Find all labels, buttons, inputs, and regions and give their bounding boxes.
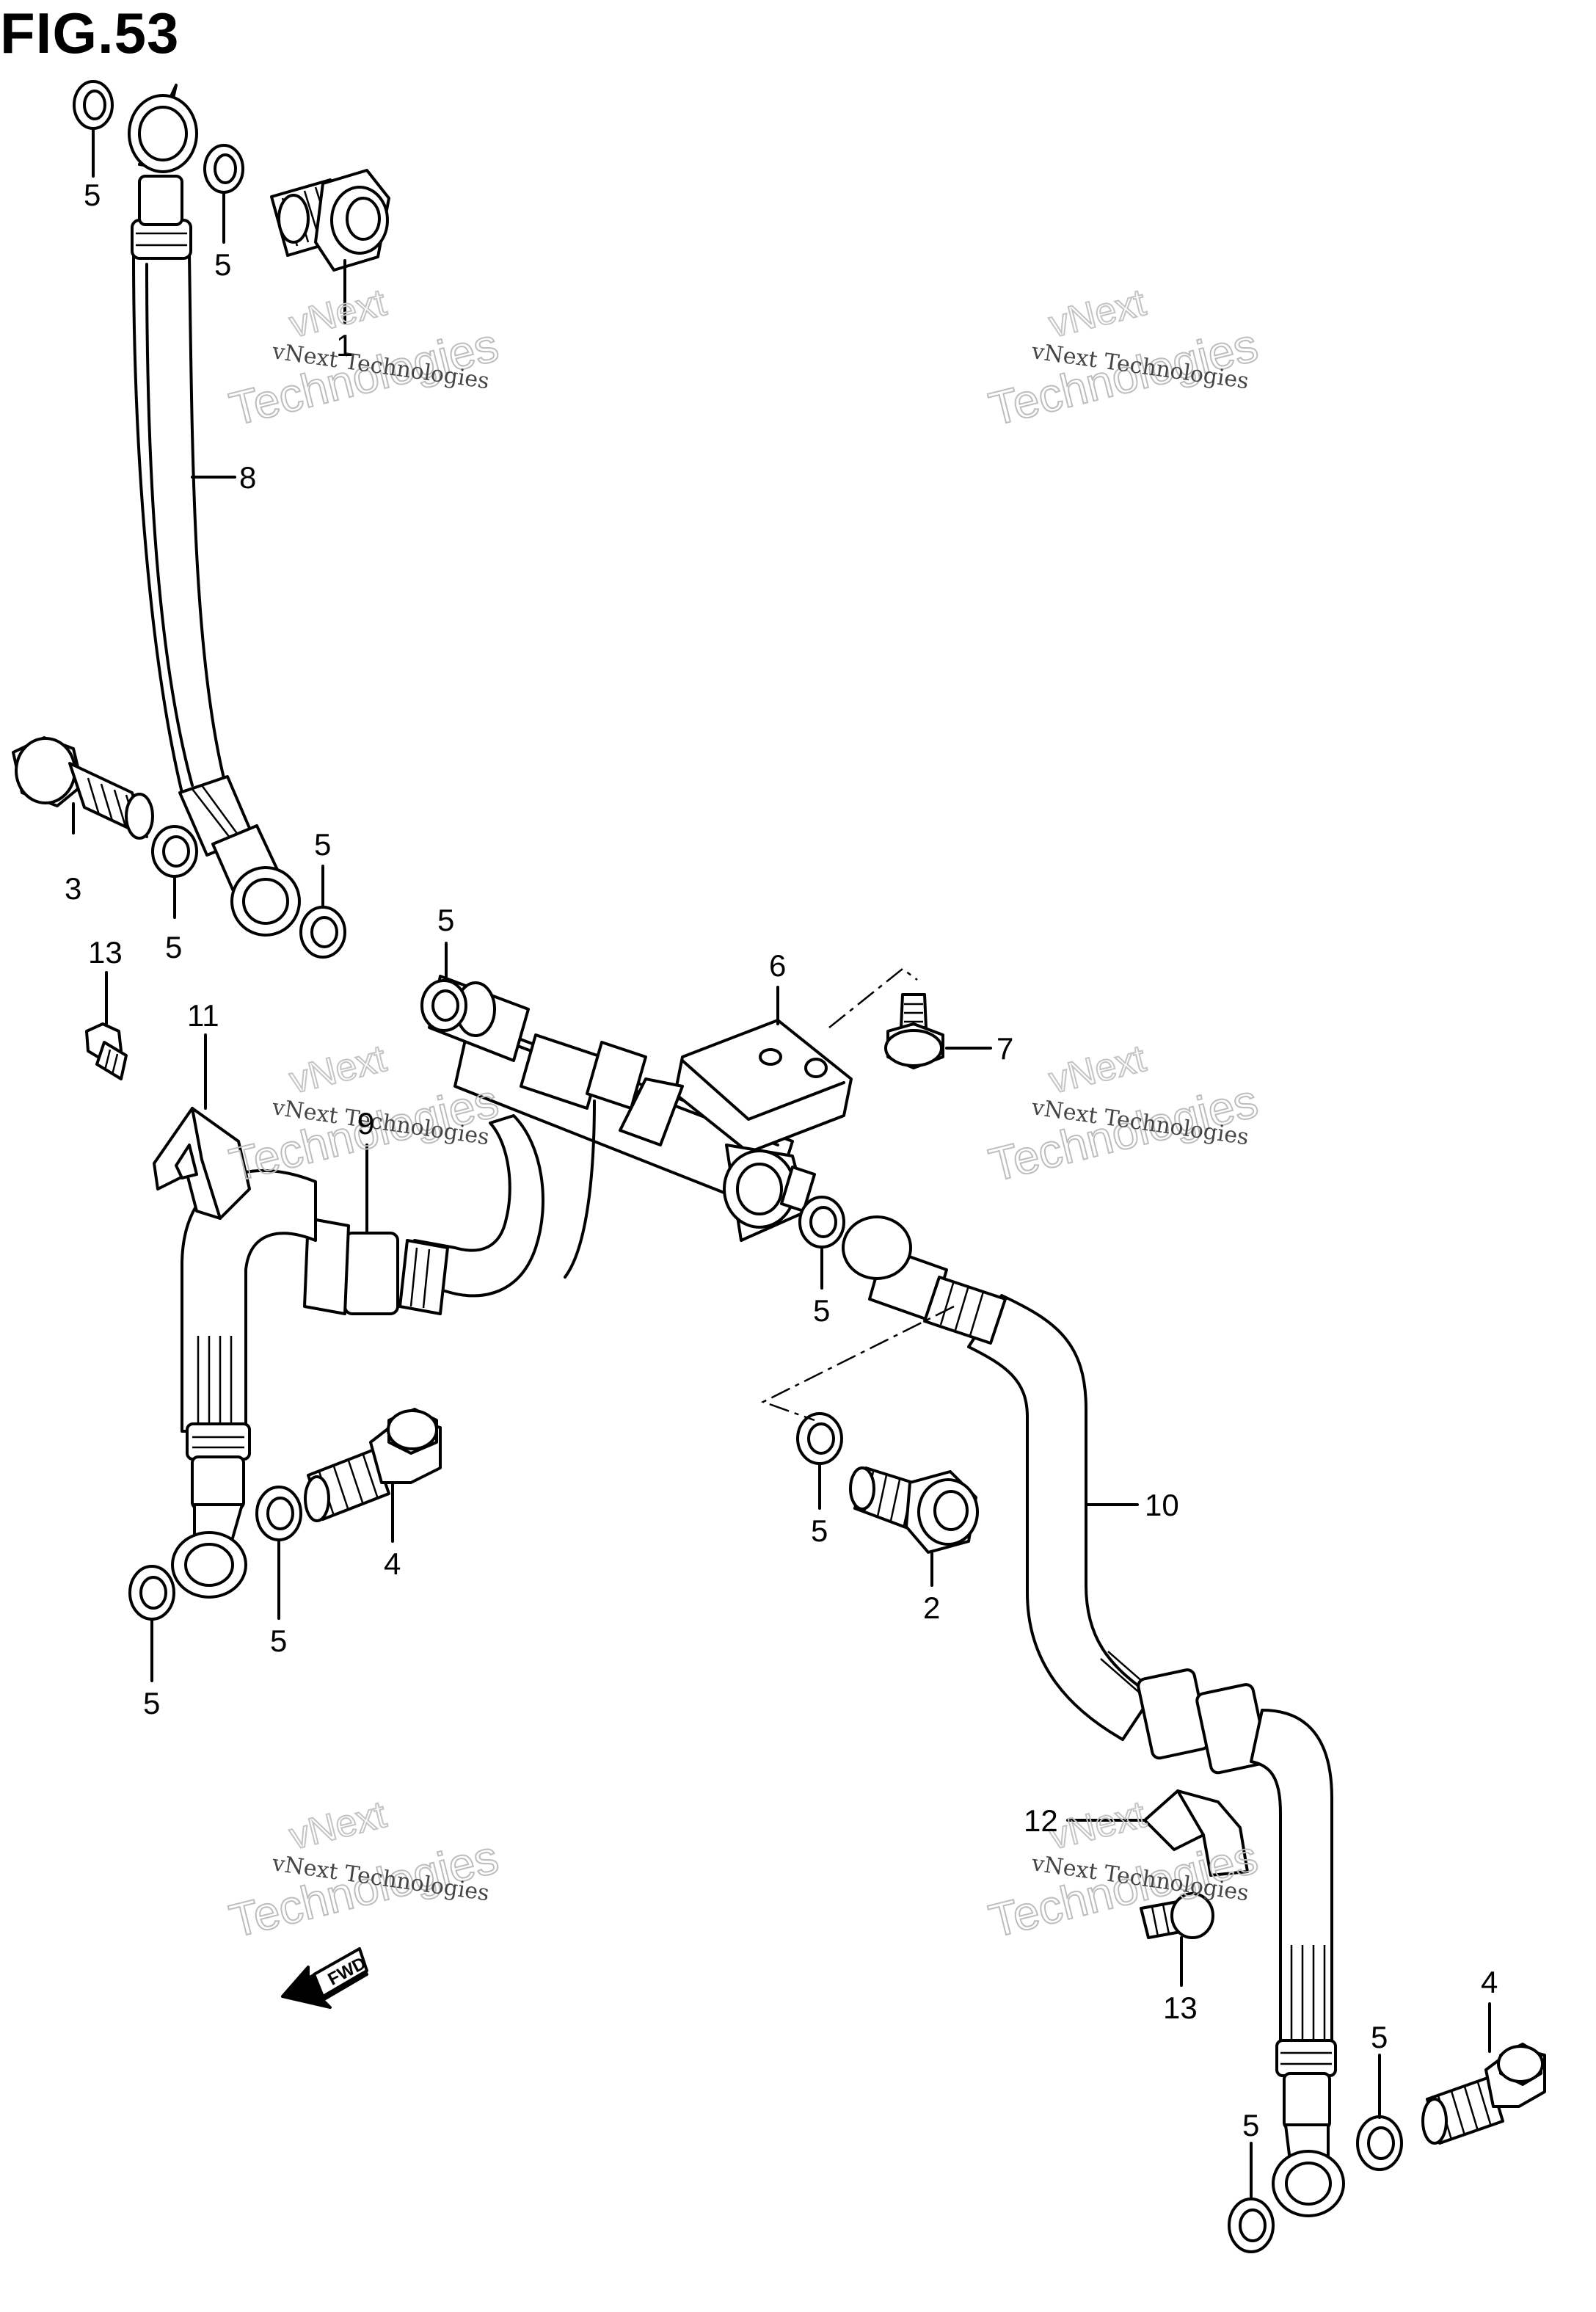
three-way-joint-6 [428,975,853,1242]
union-bolt-4-left [304,1408,442,1522]
washer-5-j [1356,2115,1403,2171]
callout-7: 7 [996,1031,1013,1066]
callout-6: 6 [769,948,786,983]
callout-5: 5 [314,827,331,862]
callout-3: 3 [65,871,81,906]
callout-5: 5 [165,930,182,964]
callout-labels: 5 5 1 8 3 5 5 5 6 7 13 11 9 5 5 2 10 4 5… [65,178,1498,2142]
callout-10: 10 [1145,1488,1179,1522]
bolt-13-left [85,1022,128,1080]
svg-text:vNext: vNext [1045,1037,1151,1102]
callout-13: 13 [1163,1991,1198,2025]
brake-hose-9 [171,1099,596,1599]
watermark-tl: vNext Technologies vNext Technologies [224,280,504,437]
union-bolt-3 [12,736,154,840]
callout-4: 4 [384,1546,401,1581]
callout-4: 4 [1481,1965,1498,1999]
callout-5: 5 [1371,2020,1388,2054]
svg-text:vNext: vNext [285,1793,391,1858]
fwd-arrow: FWD [281,1947,369,2009]
svg-text:vNext: vNext [1045,1793,1151,1858]
svg-text:vNext: vNext [285,1037,391,1102]
assembly-line-bolt2 [760,1305,955,1422]
bolt-13-right [1140,1892,1214,1939]
washer-5-h [255,1486,302,1541]
callout-5: 5 [437,903,454,937]
brake-hose-10 [842,1215,1345,2217]
bolt-7 [884,993,944,1069]
callout-13: 13 [88,935,123,970]
washer-5-a [73,80,114,130]
callout-8: 8 [239,460,256,495]
svg-text:vNext: vNext [1045,281,1151,346]
watermark-mr: vNext Technologies vNext Technologies [983,1036,1264,1193]
washer-5-c [151,825,198,878]
callout-5: 5 [84,178,101,212]
callout-5: 5 [811,1513,828,1548]
callout-2: 2 [923,1591,940,1625]
washer-5-f [798,1196,845,1248]
watermark-tr: vNext Technologies vNext Technologies [983,280,1264,437]
leader-lines [72,128,1491,2200]
clamp-11 [153,1107,251,1220]
callout-12: 12 [1024,1803,1058,1838]
washer-5-b [203,144,244,194]
washer-5-e [420,979,467,1032]
union-bolt-2 [849,1466,979,1554]
callout-9: 9 [357,1106,374,1141]
union-bolt-4-right [1421,2043,1546,2145]
callout-5: 5 [270,1624,287,1658]
washer-5-i [128,1565,175,1621]
brake-hose-8 [128,84,301,937]
callout-5: 5 [813,1293,830,1328]
callout-5: 5 [143,1686,160,1720]
callout-11: 11 [187,998,219,1033]
union-bolt-1 [270,169,390,272]
washer-5-d [299,906,346,959]
washer-5-g [796,1412,843,1465]
figure-title: FIG.53 [0,1,180,65]
callout-5: 5 [214,247,231,282]
callout-1: 1 [336,328,353,363]
clamp-12 [1143,1789,1249,1877]
callout-5: 5 [1242,2108,1259,2142]
washer-5-k [1228,2198,1275,2253]
watermark-bl: vNext Technologies vNext Technologies [224,1792,504,1949]
